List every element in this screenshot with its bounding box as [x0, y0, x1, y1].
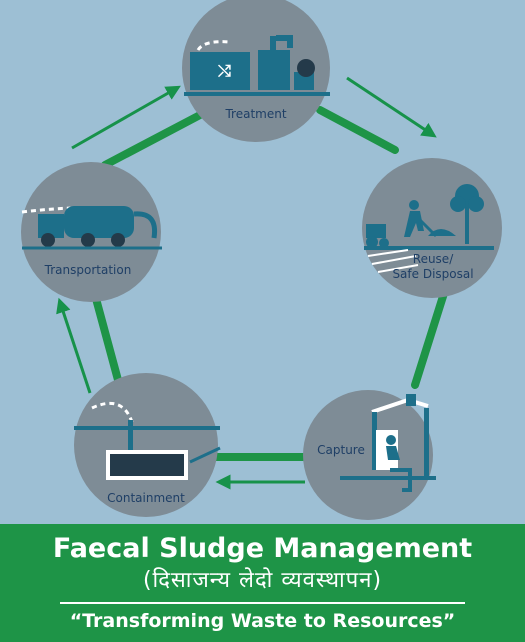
arrow-transportation-to-treatment — [71, 85, 181, 150]
label-reuse-line2: Safe Disposal — [392, 267, 474, 281]
banner-divider — [60, 602, 465, 604]
node-containment — [74, 373, 221, 517]
node-transportation — [21, 162, 162, 302]
connector-containment-transportation — [91, 291, 122, 384]
label-treatment: Treatment — [225, 107, 287, 121]
vacuum-truck-icon — [21, 206, 162, 250]
flow-arrows — [56, 76, 437, 490]
arrow-treatment-to-reuse — [346, 76, 437, 138]
connector-treatment-reuse — [316, 106, 399, 154]
node-capture — [303, 390, 436, 520]
banner-subtitle: (दिसाजन्य लेदो व्यवस्थापन) — [142, 568, 383, 593]
cycle-connectors — [91, 106, 449, 461]
banner-title: Faecal Sludge Management — [52, 533, 473, 564]
connector-transportation-treatment — [101, 111, 204, 169]
banner-tagline: “Transforming Waste to Resources” — [69, 610, 456, 632]
septic-tank-icon — [74, 401, 221, 480]
label-reuse: Reuse/ Safe Disposal — [375, 252, 491, 282]
arrow-containment-to-transportation — [56, 297, 92, 394]
cycle-diagram: ⤭ — [21, 0, 502, 520]
reuse-farming-icon — [364, 184, 494, 273]
title-banner: Faecal Sludge Management (दिसाजन्य लेदो … — [0, 524, 525, 642]
node-reuse — [362, 158, 502, 298]
label-capture: Capture — [317, 443, 365, 457]
connector-reuse-capture — [411, 286, 449, 389]
label-transportation: Transportation — [44, 263, 132, 277]
node-treatment: ⤭ — [182, 0, 330, 142]
label-reuse-line1: Reuse/ — [412, 252, 454, 266]
treatment-plant-icon — [184, 35, 330, 96]
toilet-icon — [340, 394, 436, 492]
svg-text:⤭: ⤭ — [218, 61, 231, 80]
label-containment: Containment — [107, 491, 185, 505]
